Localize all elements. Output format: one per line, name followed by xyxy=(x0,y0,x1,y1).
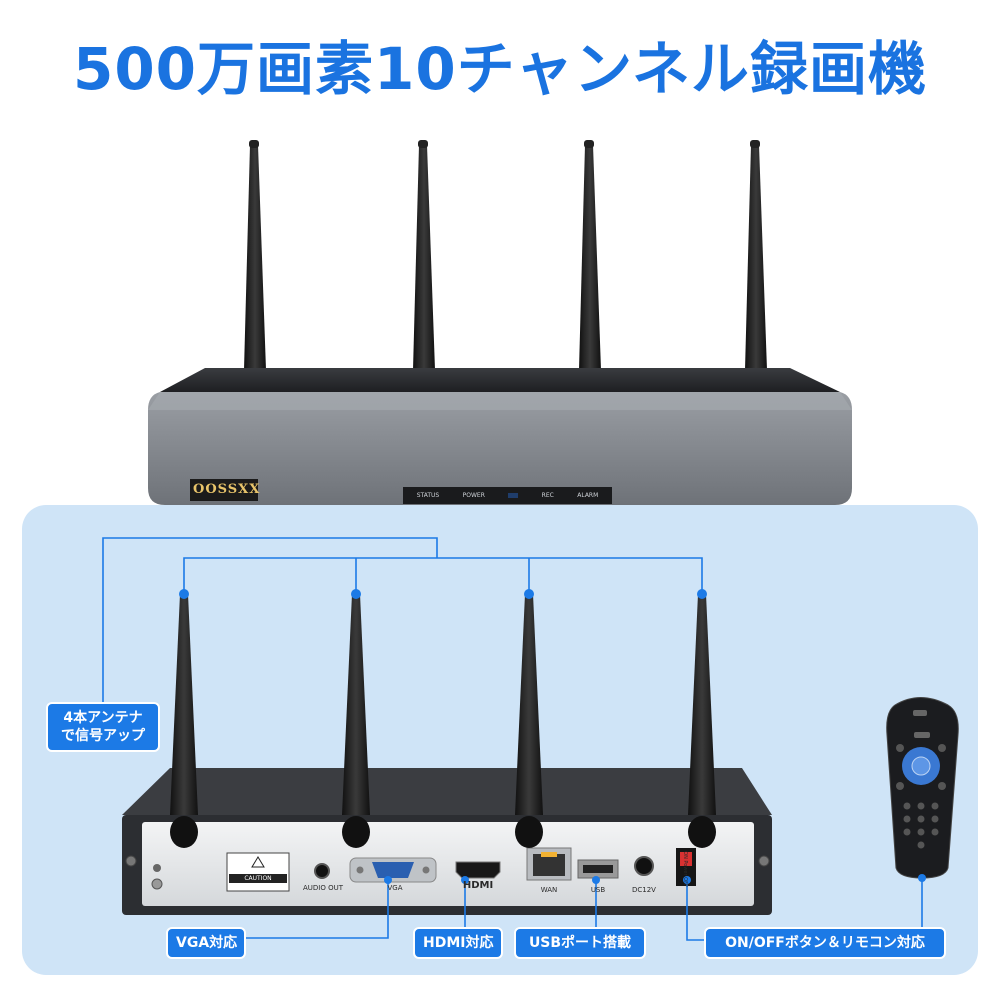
callout-lines xyxy=(102,537,923,941)
front-nvr-unit xyxy=(148,368,852,505)
callout-hdmi: HDMI対応 xyxy=(413,927,503,959)
antenna-icon xyxy=(579,140,601,370)
remote-control-icon xyxy=(886,697,959,879)
callout-dots xyxy=(179,589,926,884)
antenna-icon xyxy=(170,594,198,848)
callout-antenna-line2: で信号アップ xyxy=(61,728,145,744)
caution-label: CAUTION xyxy=(229,874,287,883)
antenna-icon xyxy=(515,594,543,848)
vga-label: VGA xyxy=(387,884,403,892)
callout-power-remote: ON/OFFボタン＆リモコン対応 xyxy=(704,927,946,959)
dc-label: DC12V xyxy=(632,886,656,894)
callout-vga: VGA対応 xyxy=(166,927,246,959)
led-light xyxy=(508,493,519,498)
brand-logo: OOSSXX xyxy=(193,482,261,497)
front-antennas xyxy=(244,140,767,370)
antenna-icon xyxy=(244,140,266,370)
antenna-icon xyxy=(745,140,767,370)
callout-antenna-line1: 4本アンテナ xyxy=(63,710,143,726)
hdmi-label: HDMI xyxy=(462,880,494,891)
antenna-icon xyxy=(413,140,435,370)
antenna-icon xyxy=(342,594,370,848)
rear-antennas xyxy=(170,594,716,848)
indicator-power: POWER xyxy=(462,492,485,499)
front-indicator-strip: STATUS POWER REC ALARM xyxy=(405,489,610,502)
power-switch-label: ON Power OFF xyxy=(682,851,688,887)
antenna-icon xyxy=(688,594,716,848)
page-title: 500万画素10チャンネル録画機 xyxy=(72,35,928,103)
wan-label: WAN xyxy=(540,886,558,894)
rear-nvr-unit xyxy=(122,768,772,915)
audio-out-label: AUDIO OUT xyxy=(302,884,343,892)
indicator-rec: REC xyxy=(541,492,554,499)
usb-label: USB xyxy=(590,886,606,894)
indicator-status: STATUS xyxy=(416,492,440,499)
indicator-alarm: ALARM xyxy=(577,492,599,499)
callout-usb: USBポート搭載 xyxy=(514,927,646,959)
callout-antenna: 4本アンテナ で信号アップ xyxy=(46,702,160,752)
